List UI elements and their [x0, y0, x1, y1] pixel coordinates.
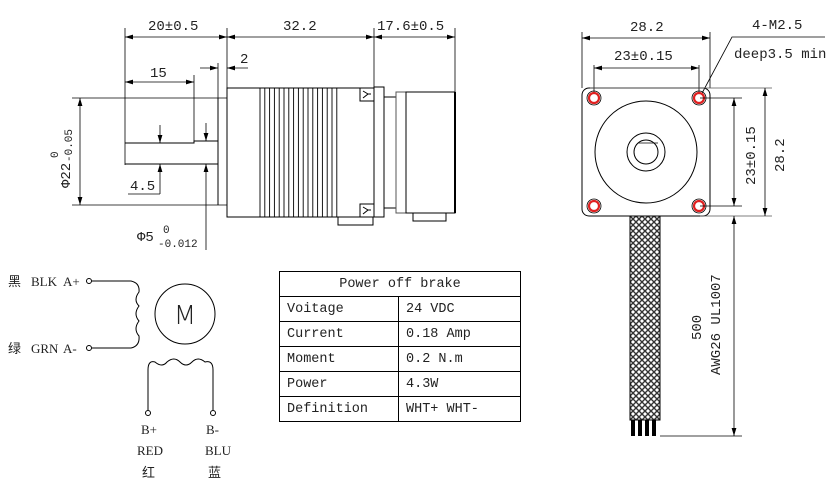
row-value: 24 VDC [398, 296, 521, 322]
row-key: Power [279, 371, 399, 397]
motor-symbol: M [174, 301, 196, 331]
motor-symbol-circle [154, 283, 216, 345]
table-row: Moment 0.2 N.m [279, 346, 521, 372]
a-plus-color: BLK [31, 274, 58, 289]
mounting-hole [587, 91, 601, 105]
a-plus-pin: A+ [63, 274, 80, 289]
dim-hole-spacing-text: 23±0.15 [614, 49, 673, 65]
cooling-fins [259, 88, 338, 217]
thread-depth: deep3.5 min [734, 47, 826, 63]
b-minus-pin: B- [206, 422, 219, 437]
shaft-flat [125, 140, 218, 144]
b-minus-cn: 蓝 [208, 465, 221, 480]
braided-lead [629, 215, 661, 421]
table-row: Current 0.18 Amp [279, 321, 521, 347]
thread-leader [699, 36, 825, 98]
lead-spec-text: AWG26 UL1007 [709, 274, 725, 375]
screw-head-icon [362, 206, 371, 215]
a-minus-color: GRN [31, 341, 59, 356]
screw-head-icon [362, 90, 371, 99]
table-header-row: Power off brake [279, 271, 521, 297]
row-key: Voitage [279, 296, 399, 322]
brake-tab [412, 212, 447, 222]
b-plus-color: RED [137, 443, 163, 458]
terminal-b-plus [145, 410, 151, 416]
terminal-b-minus [210, 410, 216, 416]
table-row: Power 4.3W [279, 371, 521, 397]
dim-boss-dia-text: Φ22 [59, 163, 75, 188]
mounting-plate [581, 87, 711, 217]
boss-circle [594, 100, 698, 204]
b-plus-pin: B+ [141, 422, 157, 437]
table-row: Definition WHT+ WHT- [279, 396, 521, 422]
dim-shaft-len-text: 15 [150, 66, 167, 82]
side-view: 20±0.5 32.2 17.6±0.5 2 15 4.5 Φ5 0 -0.01… [50, 19, 456, 251]
table-title: Power off brake [279, 271, 521, 297]
coil-a [92, 280, 140, 349]
body-tab [337, 216, 374, 226]
dim-boss-tol-upper: 0 [50, 151, 62, 158]
wiring-diagram: 黑 BLK A+ 绿 GRN A- M B+ RED 红 B- BLU 蓝 [8, 274, 232, 480]
terminal-a-minus [86, 345, 92, 351]
dim-body-text: 32.2 [283, 19, 317, 35]
brake-ring [395, 91, 407, 214]
coil-b [147, 358, 214, 410]
terminal-a-plus [86, 278, 92, 284]
shaft-circle [633, 139, 659, 165]
brake-housing [405, 91, 456, 214]
row-value: 0.18 Amp [398, 321, 521, 347]
dim-boss-tol-lower: -0.05 [64, 129, 76, 162]
wire-ends [631, 420, 656, 436]
brake-spec-table: Power off brake Voitage 24 VDC Current 0… [279, 271, 521, 422]
row-key: Moment [279, 346, 399, 372]
b-plus-cn: 红 [142, 465, 155, 480]
motor-body [226, 87, 375, 218]
screw-top [359, 87, 375, 102]
mounting-hole-outline [586, 90, 602, 106]
table-row: Voitage 24 VDC [279, 296, 521, 322]
a-minus-pin: A- [63, 341, 77, 356]
row-value: 0.2 N.m [398, 346, 521, 372]
lead-length-text: 500 [690, 315, 706, 340]
dim-shaft-tol-lower: -0.012 [158, 239, 198, 251]
a-plus-cn: 黑 [8, 274, 21, 289]
thread-label: 4-M2.5 [752, 18, 802, 34]
dim-front-text: 20±0.5 [148, 19, 198, 35]
row-key: Definition [279, 396, 399, 422]
brake-neck [383, 96, 397, 209]
front-view: 28.2 23±0.15 4-M2.5 deep3.5 min 23±0.15 … [581, 18, 826, 437]
mounting-hole [587, 199, 601, 213]
b-minus-color: BLU [205, 443, 232, 458]
a-minus-cn: 绿 [8, 341, 21, 356]
dim-width-text: 28.2 [630, 20, 664, 36]
shaft-ring [626, 132, 666, 172]
dim-brake-text: 17.6±0.5 [377, 19, 444, 35]
dim-height-text: 28.2 [773, 138, 789, 172]
mounting-holes [586, 90, 707, 214]
dim-shaft-tol-upper: 0 [163, 225, 170, 237]
row-value: 4.3W [398, 371, 521, 397]
row-value: WHT+ WHT- [398, 396, 521, 422]
mounting-hole-outline [586, 198, 602, 214]
dim-flange-text: 2 [240, 52, 248, 68]
dim-hole-spacing-v-text: 23±0.15 [744, 126, 760, 185]
rear-plate [373, 86, 385, 218]
dim-shaft-dia-text: Φ5 [137, 230, 154, 246]
dim-flat-text: 4.5 [130, 179, 155, 195]
row-key: Current [279, 321, 399, 347]
